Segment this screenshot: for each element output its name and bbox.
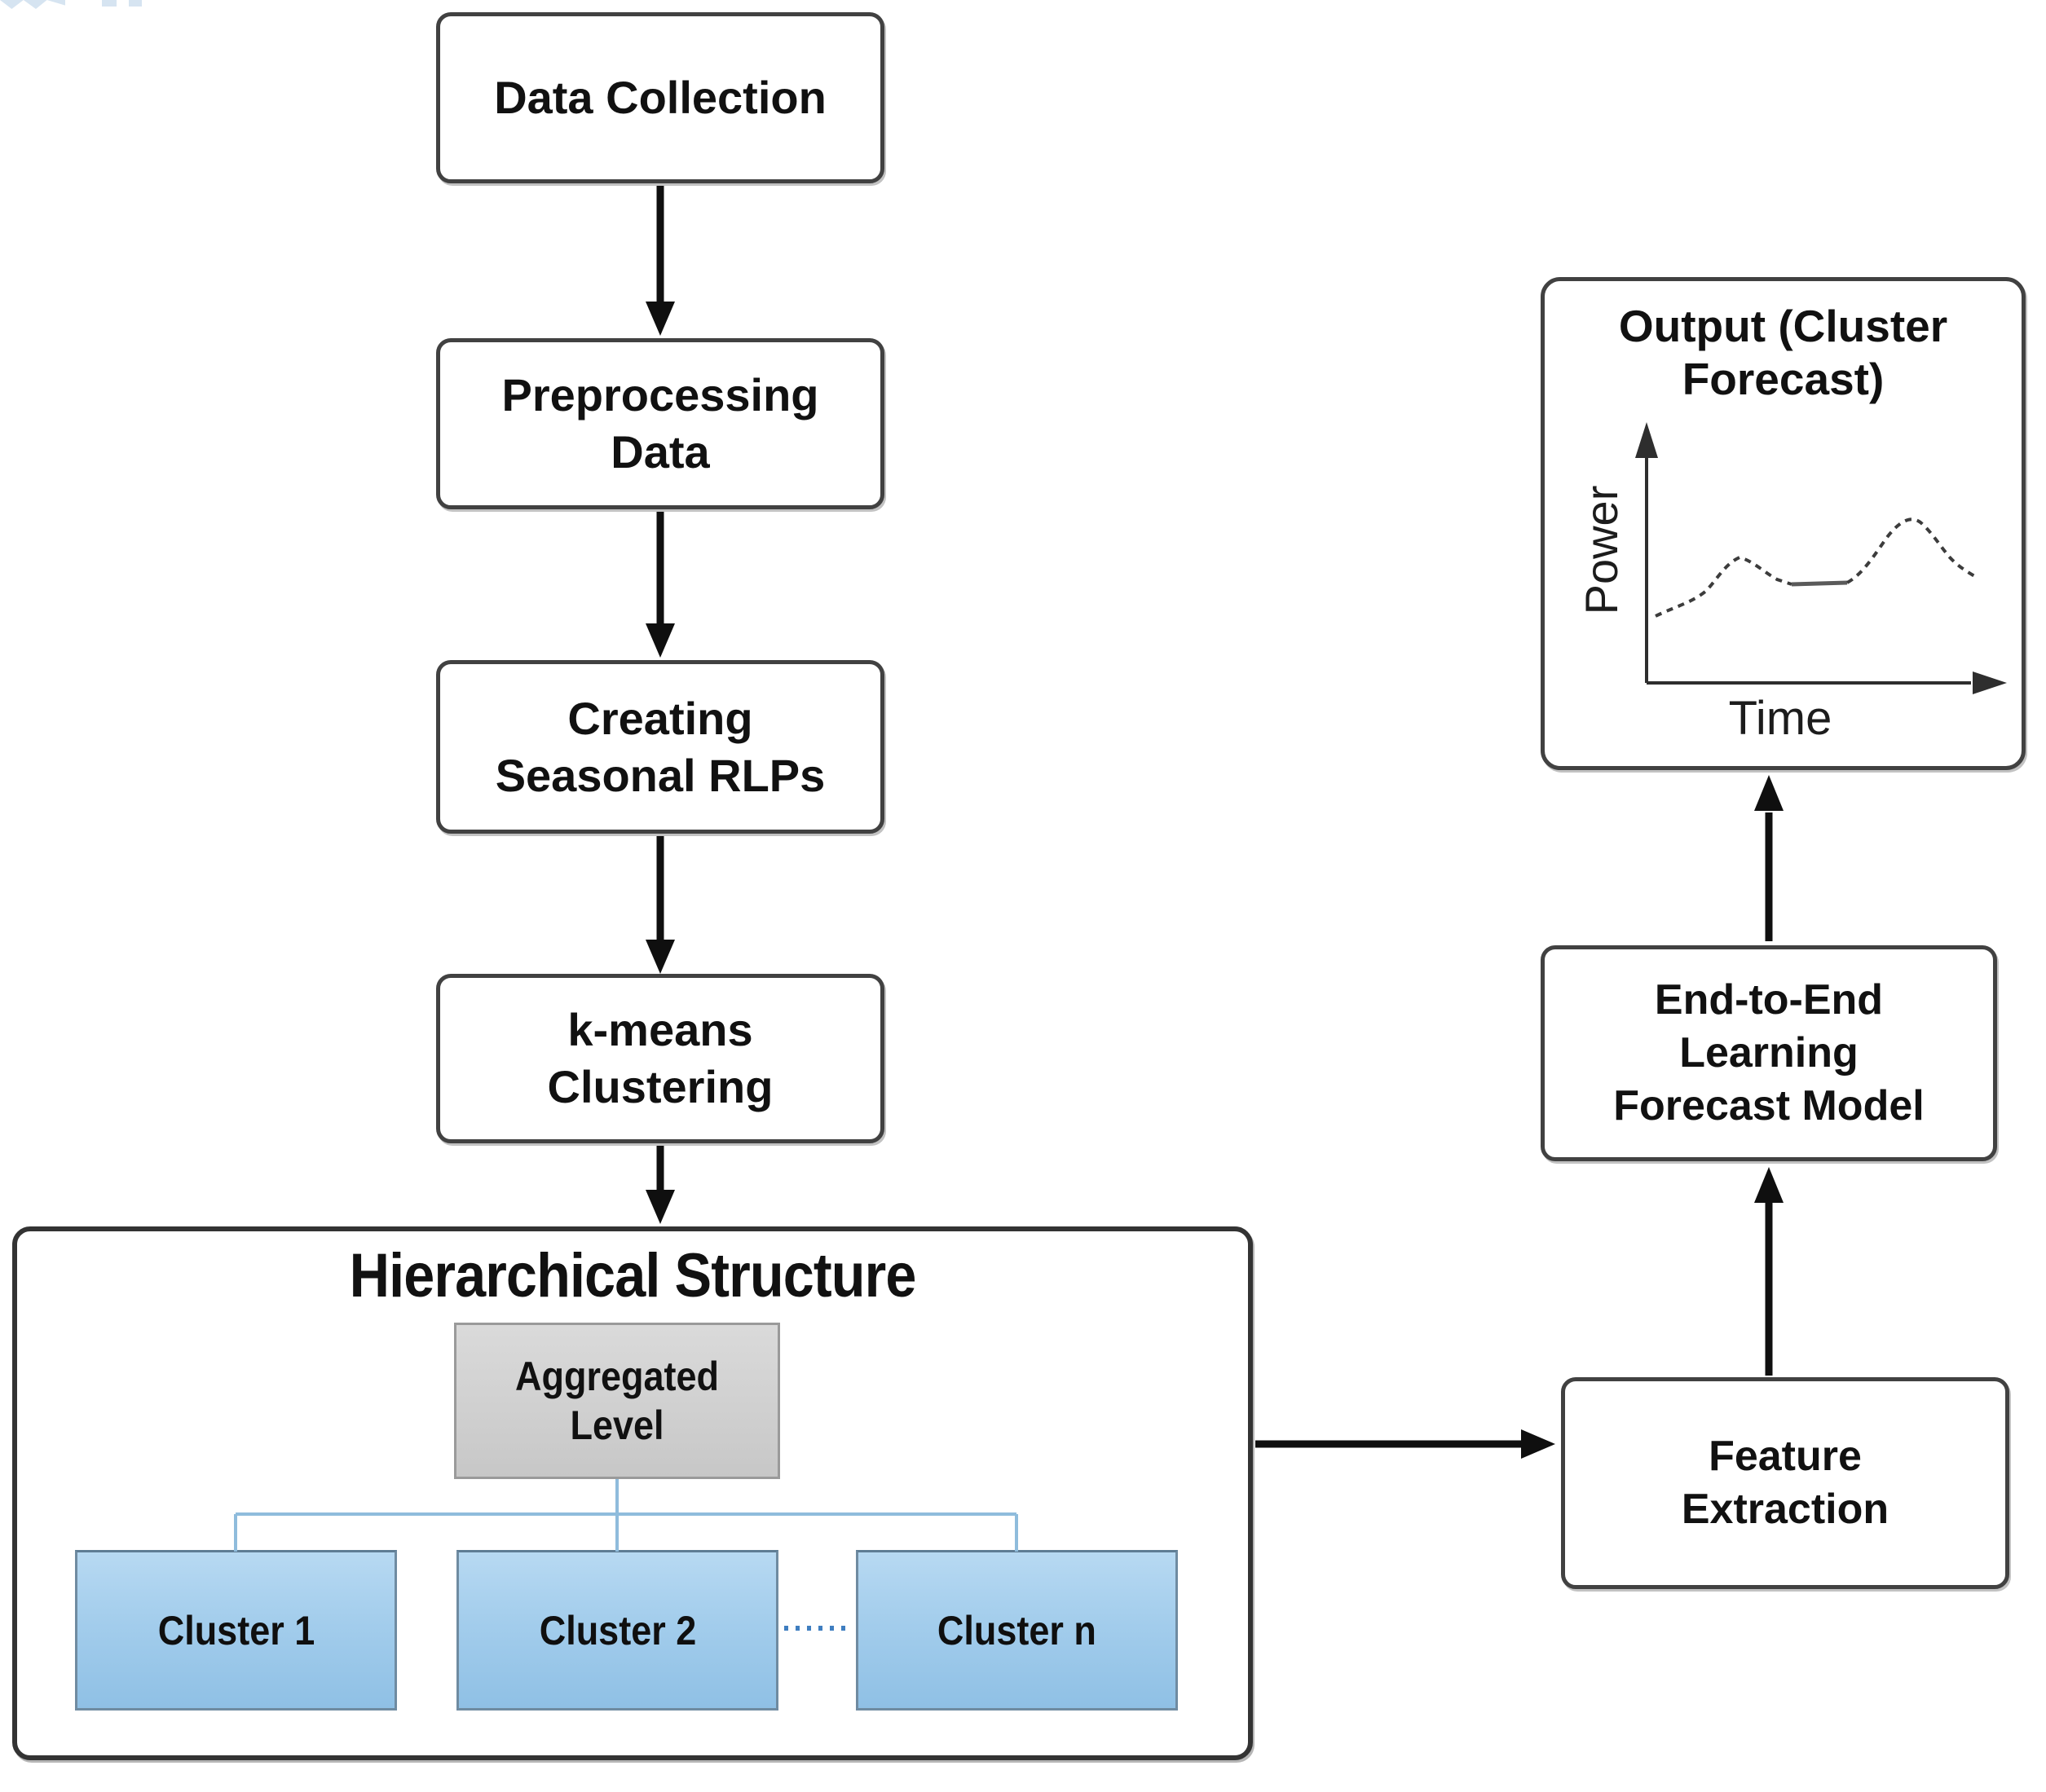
node-cluster-n: Cluster n <box>856 1550 1178 1711</box>
feature-extraction-label: Feature Extraction <box>1681 1433 1889 1533</box>
output-title: Output (Cluster Forecast) <box>1618 301 1948 404</box>
node-preprocessing-data-label: Preprocessing Data <box>501 369 819 478</box>
node-cluster-2: Cluster 2 <box>456 1550 778 1711</box>
node-preprocessing-data: Preprocessing Data <box>436 338 884 509</box>
arrow-creating-rlps-to-kmeans <box>646 836 675 974</box>
arrow-data-collection-to-preprocessing <box>646 186 675 336</box>
node-data-collection-label: Data Collection <box>494 72 827 123</box>
cluster-1-label: Cluster 1 <box>157 1607 315 1653</box>
node-kmeans-clustering-label: k-means Clustering <box>547 1004 774 1112</box>
chart-y-axis-label: Power <box>1575 485 1627 615</box>
node-creating-seasonal-rlps-label: Creating Seasonal RLPs <box>495 692 826 801</box>
arrow-end-to-end-to-output <box>1754 775 1784 941</box>
scan-artifact <box>129 0 142 7</box>
scan-artifact <box>0 0 65 9</box>
arrow-preprocessing-to-creating-rlps <box>646 512 675 658</box>
chart-x-axis-label: Time <box>1728 692 1832 745</box>
node-cluster-1: Cluster 1 <box>75 1550 397 1711</box>
aggregated-level-label: Aggregated Level <box>514 1354 720 1448</box>
end-to-end-label: End-to-End Learning Forecast Model <box>1613 976 1925 1129</box>
arrow-kmeans-to-hierarchical <box>646 1146 675 1224</box>
node-end-to-end-learning-forecast-model: End-to-End Learning Forecast Model <box>1541 945 1997 1161</box>
hierarchical-structure-title: Hierarchical Structure <box>349 1241 917 1310</box>
arrow-hierarchical-to-feature-extraction <box>1255 1429 1555 1459</box>
node-data-collection: Data Collection <box>436 12 884 183</box>
cluster-n-label: Cluster n <box>937 1607 1097 1653</box>
node-feature-extraction: Feature Extraction <box>1561 1377 2009 1589</box>
arrow-feature-extraction-to-end-to-end <box>1754 1167 1784 1376</box>
cluster-2-label: Cluster 2 <box>539 1607 696 1653</box>
scan-artifact <box>102 0 117 7</box>
node-aggregated-level: Aggregated Level <box>454 1323 780 1479</box>
node-creating-seasonal-rlps: Creating Seasonal RLPs <box>436 660 884 834</box>
node-kmeans-clustering: k-means Clustering <box>436 974 884 1143</box>
